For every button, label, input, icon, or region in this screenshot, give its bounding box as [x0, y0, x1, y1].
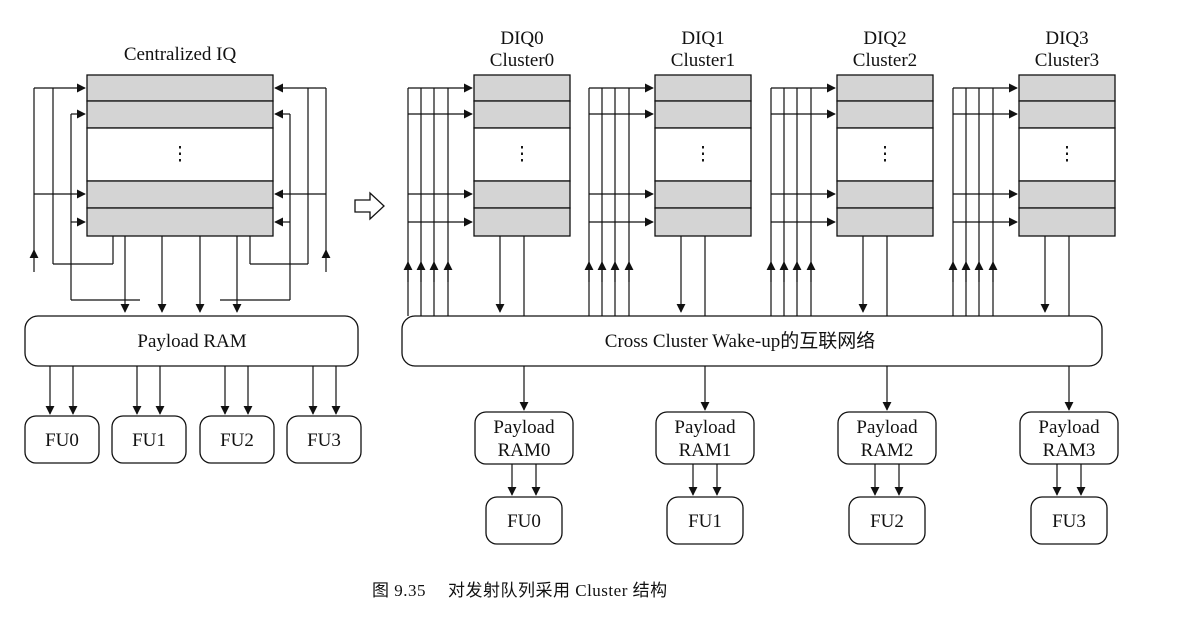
queue-entry: [473, 74, 571, 102]
payload-to-fu-wires: [45, 366, 341, 415]
diq-label: DIQ1: [681, 28, 724, 49]
caption-number: 图 9.35: [372, 581, 426, 600]
payload-ram-label-line1: Payload: [856, 417, 918, 438]
queue-gap: [654, 127, 752, 182]
queue-entry: [473, 180, 571, 209]
fu-label: FU3: [307, 430, 341, 451]
centralized-iq-title: Centralized IQ: [124, 44, 237, 65]
queue-ellipsis: ⋮: [513, 144, 532, 165]
payload-ram-box: [837, 411, 937, 465]
payload-ram-box: [474, 411, 574, 465]
centralized-fus: FU0 FU1 FU2 FU3: [24, 415, 362, 464]
queue-entry: [86, 180, 274, 209]
diq-label: DIQ0: [500, 28, 543, 49]
cross-cluster-network-box: [401, 315, 1103, 367]
queue-entry: [86, 207, 274, 237]
payload-ram-box: [655, 411, 755, 465]
centralized-iq: Centralized IQ ⋮: [24, 44, 362, 464]
queue-entry: [473, 100, 571, 129]
queue-entry: [654, 180, 752, 209]
queue-entry: [1018, 180, 1116, 209]
queue-ellipsis: ⋮: [1058, 144, 1077, 165]
payload-ram-label-line2: RAM2: [861, 440, 914, 461]
fu-box: [485, 496, 563, 545]
fu-label: FU0: [507, 511, 541, 532]
cluster-label: Cluster3: [1035, 50, 1099, 71]
centralized-queue: [86, 74, 274, 237]
fu-box: [286, 415, 362, 464]
fu-label: FU0: [45, 430, 79, 451]
fu-box: [848, 496, 926, 545]
payload-ram-label-line1: Payload: [674, 417, 736, 438]
queue-gap: [473, 127, 571, 182]
fu-label: FU2: [870, 511, 904, 532]
queue-entry: [836, 100, 934, 129]
queue-entry: [654, 100, 752, 129]
cluster-payload-and-fus: PayloadRAM0FU0PayloadRAM1FU1PayloadRAM2F…: [474, 411, 1119, 545]
queue-ellipsis: ⋮: [694, 144, 713, 165]
caption-text: 对发射队列采用 Cluster 结构: [448, 581, 668, 600]
clustered-iqs: DIQ0Cluster0⋮DIQ1Cluster1⋮DIQ2Cluster2⋮D…: [403, 28, 1116, 411]
transform-arrow-icon: [354, 191, 385, 221]
payload-ram-label: Payload RAM: [137, 331, 246, 352]
queue-entry: [86, 100, 274, 129]
queue-entry: [836, 74, 934, 102]
queue-ellipsis: ⋮: [876, 144, 895, 165]
queue-entry: [654, 207, 752, 237]
fu-label: FU2: [220, 430, 254, 451]
issue-to-payload-wires: [120, 236, 242, 313]
fu-label: FU3: [1052, 511, 1086, 532]
queue-gap: [86, 127, 274, 182]
payload-ram-label-line1: Payload: [1038, 417, 1100, 438]
queue-entry: [836, 207, 934, 237]
wakeup-feedback-wires: [29, 83, 331, 301]
queue-entry: [1018, 74, 1116, 102]
payload-ram-label-line2: RAM1: [679, 440, 732, 461]
queue-entry: [86, 74, 274, 102]
diq-label: DIQ3: [1045, 28, 1088, 49]
figure-caption: 图 9.35 对发射队列采用 Cluster 结构: [372, 576, 668, 601]
payload-ram-label-line2: RAM0: [498, 440, 551, 461]
cross-cluster-network-label: Cross Cluster Wake-up的互联网络: [605, 330, 875, 352]
cluster-label: Cluster0: [490, 50, 554, 71]
queue-entry: [1018, 207, 1116, 237]
payload-ram-box: [1019, 411, 1119, 465]
queue-entry: [836, 180, 934, 209]
fu-label: FU1: [688, 511, 722, 532]
payload-ram-label-line2: RAM3: [1043, 440, 1096, 461]
fu-box: [111, 415, 187, 464]
queue-entry: [1018, 100, 1116, 129]
fu-box: [24, 415, 100, 464]
queue-entry: [473, 207, 571, 237]
queue-entry: [654, 74, 752, 102]
fu-box: [1030, 496, 1108, 545]
cluster-label: Cluster1: [671, 50, 735, 71]
fu-box: [199, 415, 275, 464]
diq-label: DIQ2: [863, 28, 906, 49]
queue-gap: [1018, 127, 1116, 182]
fu-label: FU1: [132, 430, 166, 451]
cluster-label: Cluster2: [853, 50, 917, 71]
fu-box: [666, 496, 744, 545]
queue-ellipsis: ⋮: [171, 144, 190, 165]
payload-ram-label-line1: Payload: [493, 417, 555, 438]
payload-ram-box: [24, 315, 359, 367]
